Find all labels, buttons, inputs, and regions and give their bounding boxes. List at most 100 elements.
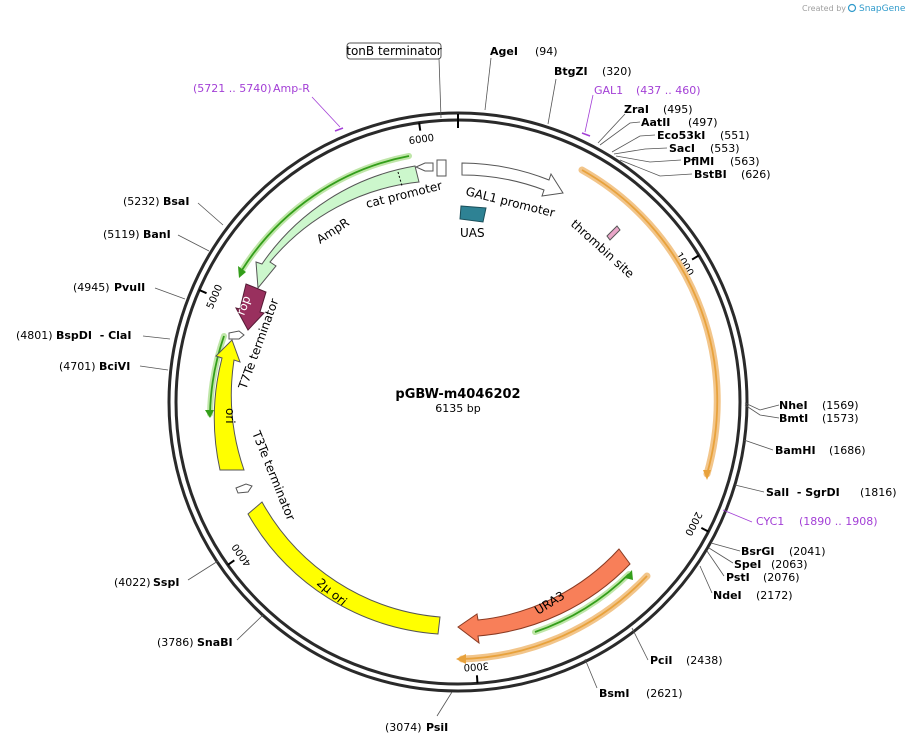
feature-ori [213,339,245,471]
feature-tonb-terminator [436,159,447,177]
ruler-tick [691,254,700,261]
site-name: BspDI - ClaI [56,329,131,342]
primer-gal1-leader [584,94,594,133]
site-position: (2172) [756,589,793,602]
feature-cat-promoter [414,162,434,172]
green-arc-ampr-core [241,155,410,271]
site-name: BsmI [599,687,630,700]
site-name: SalI - SgrDI [766,486,840,499]
feature-label-ori: ori [223,408,237,424]
site-position: (94) [535,45,558,58]
site-position: (551) [720,129,750,142]
site-name: BsrGI [741,545,774,558]
site-position: (1816) [860,486,897,499]
site-name: Eco53kI [657,129,705,142]
site-name: NheI [779,399,808,412]
site-name: PvuII [114,281,145,294]
feature-t3te-terminator [235,483,253,494]
site-name: NdeI [713,589,742,602]
site-position: (4945) [73,281,110,294]
green-arc-ori-arrow [205,410,214,418]
ruler-tick-label: 2000 [682,510,703,538]
site-name: BanI [143,228,171,241]
primer-cyc1-leader [722,509,753,523]
site-name: BsaI [163,195,189,208]
green-arc-ura3-arrow [625,570,633,580]
primer-gal1-mark [581,132,591,137]
credit: Created by SnapGene [802,3,906,14]
site-position: (320) [602,65,632,78]
snapgene-logo-icon [847,3,857,13]
site-labels: AgeI (94) BtgZI (320) ZraI (495) AatII (… [16,45,897,734]
site-name: SnaBI [197,636,233,649]
primer-name: GAL1 [594,84,623,97]
credit-text: Created by [802,4,846,13]
primer-ampr-leader [311,96,341,128]
site-position: (1573) [822,412,859,425]
site-position: (2076) [763,571,800,584]
site-name: BciVI [99,360,130,373]
site-name: AgeI [490,45,518,58]
site-name: BstBI [694,168,727,181]
site-position: (553) [710,142,740,155]
primer-markers [311,94,753,523]
site-position: (2621) [646,687,683,700]
ruler-tick [700,527,709,533]
site-name: PflMI [683,155,714,168]
site-name: PsiI [426,721,448,734]
ruler-tick-label: 5000 [205,283,225,311]
site-name: PciI [650,654,672,667]
feature-label-uas: UAS [460,226,485,240]
site-position: (4801) [16,329,53,342]
site-position: (497) [688,116,718,129]
primer-range: (437 .. 460) [636,84,701,97]
orange-arc-1 [578,166,721,478]
feature-rop [235,283,267,331]
feature-uas [459,205,487,223]
feature-label-rop: rop [234,294,254,317]
site-name: BmtI [779,412,808,425]
site-position: (4022) [114,576,151,589]
site-name: SpeI [734,558,761,571]
site-name: BamHI [775,444,816,457]
site-position: (4701) [59,360,96,373]
site-leaders [139,57,780,717]
ruler-tick [227,559,235,566]
site-name: SacI [669,142,695,155]
plasmid-name: pGBW-m4046202 [395,387,520,402]
primer-range: (1890 .. 1908) [799,515,878,528]
feature-gal1-promoter [461,162,564,197]
site-position: (3786) [157,636,194,649]
tonb-label-box [346,42,442,60]
feature-t7te-terminator [228,330,245,340]
credit-brand: SnapGene [859,4,906,14]
primer-labels: (5721 .. 5740) Amp-R GAL1 (437 .. 460) C… [193,82,878,528]
site-position: (5119) [103,228,140,241]
site-name: BtgZI [554,65,588,78]
primer-name: Amp-R [273,82,310,95]
orange-arc-2-arrow [456,654,466,664]
primer-name: CYC1 [756,515,784,528]
site-position: (563) [730,155,760,168]
feature-label-ampr: AmpR [314,215,352,246]
ruler-tick-label: 3000 [463,660,489,673]
site-position: (626) [741,168,771,181]
feature-label-thrombin: thrombin site [568,217,637,281]
plasmid-size: 6135 bp [435,402,480,415]
site-position: (2438) [686,654,723,667]
site-name: PstI [726,571,750,584]
green-arc-ampr-arrow [238,266,246,278]
green-arc-ura3-core [534,573,630,633]
backbone-outer [167,111,749,693]
primer-ampr-mark [334,127,344,132]
feature-2mu-ori [247,501,441,635]
ruler-tick [198,289,207,295]
site-position: (5232) [123,195,160,208]
site-name: ZraI [624,103,649,116]
orange-arc-1-core [581,169,719,475]
site-position: (2063) [771,558,808,571]
orange-arc-2-core [461,575,648,660]
green-arc-ori-core [209,335,225,415]
ruler-tick-label: 4000 [230,541,254,568]
